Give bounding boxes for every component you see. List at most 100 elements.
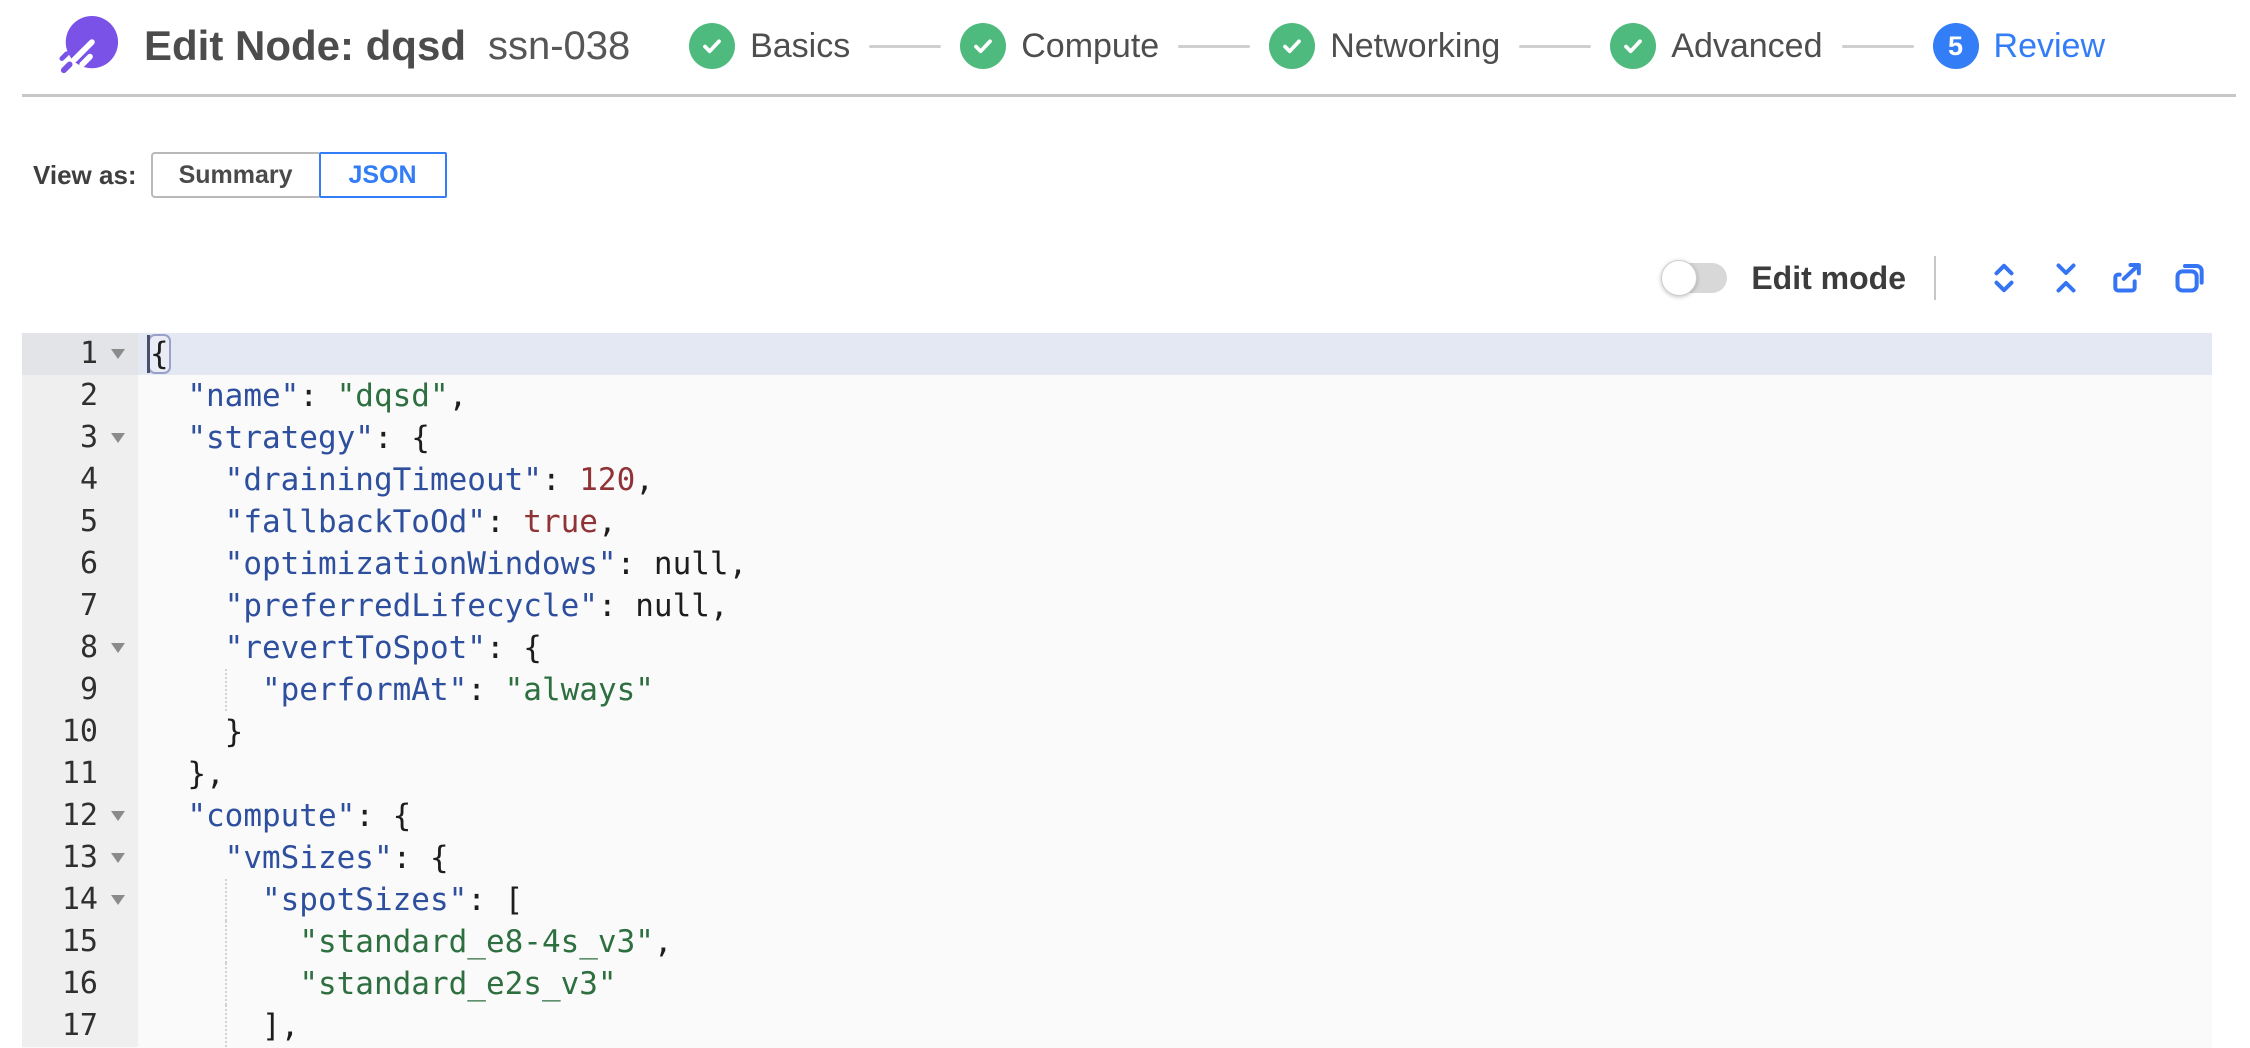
fold-arrow-icon[interactable]	[111, 853, 125, 863]
gutter-cell: 12	[22, 795, 138, 837]
code-line-content[interactable]: "compute": {	[187, 798, 412, 834]
line-number: 4	[79, 462, 98, 497]
indent-guide	[224, 669, 227, 711]
step-advanced[interactable]: Advanced	[1610, 23, 1823, 69]
line-number: 16	[61, 966, 98, 1001]
editor-toolbar: Edit mode	[1661, 256, 2212, 300]
line-number: 7	[79, 588, 98, 623]
line-number: 14	[61, 882, 98, 917]
code-line-content[interactable]: "vmSizes": {	[224, 840, 449, 876]
code-line-content[interactable]: "strategy": {	[187, 420, 430, 456]
toggle-knob[interactable]	[1661, 260, 1698, 296]
code-line-content[interactable]: "drainingTimeout": 120,	[224, 462, 654, 498]
editor-line-15[interactable]: 15 "standard_e8-4s_v3",	[22, 921, 2212, 963]
gutter-cell: 11	[22, 753, 138, 795]
header-separator	[22, 94, 2236, 97]
gutter-cell: 17	[22, 1005, 138, 1047]
check-icon	[1283, 39, 1302, 54]
gutter-cell: 15	[22, 921, 138, 963]
edit-mode-label: Edit mode	[1751, 259, 1906, 296]
step-label: Networking	[1330, 26, 1501, 65]
step-compute[interactable]: Compute	[960, 23, 1159, 69]
step-networking[interactable]: Networking	[1269, 23, 1500, 69]
gutter-cell: 10	[22, 711, 138, 753]
step-label: Basics	[750, 26, 851, 65]
editor-line-5[interactable]: 5 "fallbackToOd": true,	[22, 501, 2212, 543]
editor-line-16[interactable]: 16 "standard_e2s_v3"	[22, 963, 2212, 1005]
editor-line-13[interactable]: 13 "vmSizes": {	[22, 837, 2212, 879]
code-line-content[interactable]: }	[150, 714, 244, 750]
editor-line-12[interactable]: 12 "compute": {	[22, 795, 2212, 837]
step-connector	[1841, 44, 1914, 48]
editor-line-7[interactable]: 7 "preferredLifecycle": null,	[22, 585, 2212, 627]
editor-line-2[interactable]: 2 "name": "dqsd",	[22, 375, 2212, 417]
code-line-content[interactable]: "revertToSpot": {	[224, 630, 542, 666]
step-basics[interactable]: Basics	[689, 23, 850, 69]
gutter-cell: 16	[22, 963, 138, 1005]
expand-all-button[interactable]	[1982, 256, 2026, 300]
code-line-content[interactable]: "performAt": "always"	[138, 669, 2212, 711]
editor-line-8[interactable]: 8 "revertToSpot": {	[22, 627, 2212, 669]
toolbar-divider	[1934, 256, 1936, 300]
step-number-circle[interactable]: 5	[1932, 23, 1979, 69]
summary-tab[interactable]: Summary	[150, 152, 319, 198]
gutter-cell: 8	[22, 627, 138, 669]
editor-line-17[interactable]: 17 ],	[22, 1005, 2212, 1047]
fold-arrow-icon[interactable]	[111, 433, 125, 443]
code-line-content[interactable]: ],	[138, 1005, 2212, 1047]
view-as-segmented-control: Summary JSON	[150, 152, 447, 198]
edit-mode-toggle[interactable]	[1661, 260, 1728, 296]
step-done-circle[interactable]	[689, 23, 736, 69]
editor-line-3[interactable]: 3 "strategy": {	[22, 417, 2212, 459]
json-tab[interactable]: JSON	[318, 152, 447, 198]
gutter-cell: 5	[22, 501, 138, 543]
code-line-content[interactable]: "fallbackToOd": true,	[224, 504, 617, 540]
step-done-circle[interactable]	[1610, 23, 1657, 69]
editor-line-9[interactable]: 9 "performAt": "always"	[22, 669, 2212, 711]
code-line-content[interactable]: "spotSizes": [	[138, 879, 2212, 921]
code-line-content[interactable]: "preferredLifecycle": null,	[224, 588, 729, 624]
step-done-circle[interactable]	[960, 23, 1007, 69]
gutter-cell: 3	[22, 417, 138, 459]
code-line-content[interactable]: {	[138, 333, 2212, 375]
editor-line-10[interactable]: 10 }	[22, 711, 2212, 753]
line-number: 5	[79, 504, 98, 539]
line-number: 1	[79, 336, 98, 371]
indent-guide	[224, 963, 227, 1005]
json-editor[interactable]: 1{2 "name": "dqsd",3 "strategy": {4 "dra…	[22, 333, 2212, 1048]
fold-arrow-icon[interactable]	[111, 811, 125, 821]
check-icon	[1624, 39, 1643, 54]
editor-line-4[interactable]: 4 "drainingTimeout": 120,	[22, 459, 2212, 501]
fold-arrow-icon[interactable]	[111, 643, 125, 653]
copy-button[interactable]	[2168, 256, 2212, 300]
code-line-content[interactable]: "name": "dqsd",	[187, 378, 468, 414]
line-number: 2	[79, 378, 98, 413]
line-number: 15	[61, 924, 98, 959]
node-id: ssn-038	[487, 23, 631, 68]
export-button[interactable]	[2106, 256, 2150, 300]
gutter-cell: 1	[22, 333, 138, 375]
editor-line-6[interactable]: 6 "optimizationWindows": null,	[22, 543, 2212, 585]
copy-icon	[2175, 264, 2204, 293]
code-line-content[interactable]: "optimizationWindows": null,	[224, 546, 748, 582]
gutter-cell: 2	[22, 375, 138, 417]
code-line-content[interactable]: "standard_e2s_v3"	[138, 963, 2212, 1005]
gutter-cell: 6	[22, 543, 138, 585]
fold-arrow-icon[interactable]	[111, 895, 125, 905]
collapse-all-button[interactable]	[2044, 256, 2088, 300]
export-icon	[2113, 263, 2141, 293]
code-line-content[interactable]: },	[150, 756, 225, 792]
step-connector	[869, 44, 942, 48]
check-icon	[974, 39, 993, 54]
code-line-content[interactable]: "standard_e8-4s_v3",	[138, 921, 2212, 963]
step-done-circle[interactable]	[1269, 23, 1316, 69]
editor-line-1[interactable]: 1{	[22, 333, 2212, 375]
fold-arrow-icon[interactable]	[111, 349, 125, 359]
text-cursor	[147, 335, 150, 373]
editor-line-11[interactable]: 11 },	[22, 753, 2212, 795]
expand-all-icon	[1994, 263, 2014, 293]
step-connector	[1519, 44, 1592, 48]
editor-line-14[interactable]: 14 "spotSizes": [	[22, 879, 2212, 921]
